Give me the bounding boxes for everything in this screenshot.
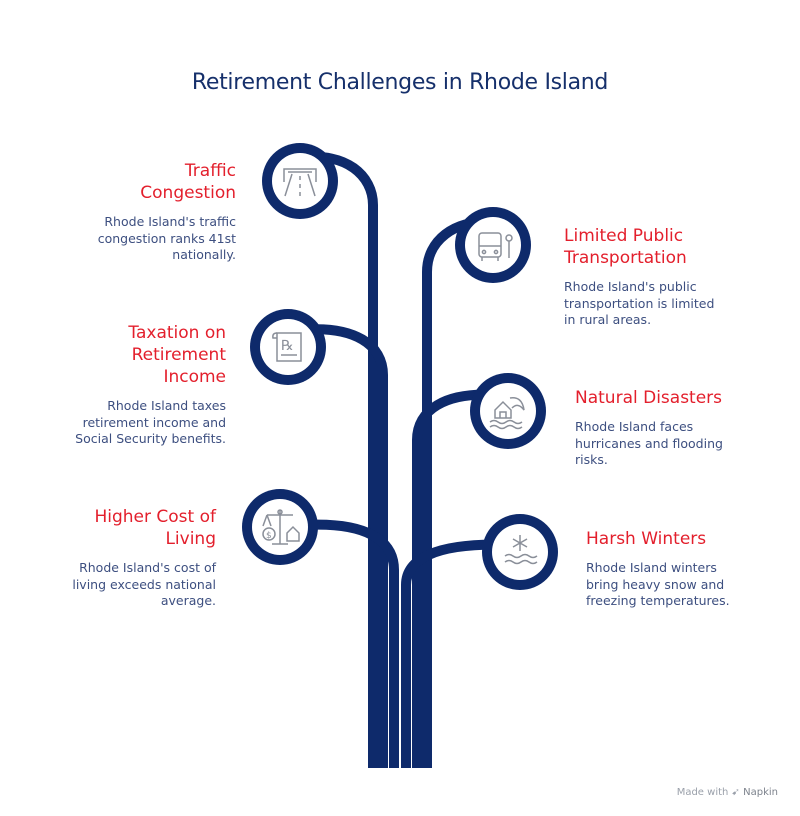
node-transport [455, 207, 531, 283]
item-traffic: Traffic Congestion Rhode Island's traffi… [60, 160, 236, 264]
bus-icon [478, 232, 513, 261]
item-description: Rhode Island taxes retirement income and… [75, 398, 226, 446]
napkin-logo-icon: ➹ [731, 787, 740, 798]
node-disasters [470, 373, 546, 449]
item-description: Rhode Island faces hurricanes and floodi… [575, 419, 723, 467]
item-heading: Taxation on Retirement Income [128, 323, 226, 387]
svg-text:℞: ℞ [281, 338, 294, 354]
scale-money-home-icon: $ [262, 509, 300, 545]
item-heading: Natural Disasters [575, 388, 723, 408]
stem-traffic [302, 152, 378, 768]
node-traffic [262, 143, 338, 219]
footer-prefix: Made with [676, 787, 729, 798]
item-description: Rhode Island winters bring heavy snow an… [586, 560, 730, 608]
item-heading: Higher Cost of Living [94, 507, 216, 549]
item-description: Rhode Island's public transportation is … [564, 279, 715, 327]
snowflake-wind-icon [504, 535, 538, 565]
item-description: Rhode Island's cost of living exceeds na… [72, 560, 216, 608]
stem-cost [304, 519, 399, 768]
node-cost: $ [242, 489, 318, 565]
diagram-title: Retirement Challenges in Rhode Island [191, 70, 609, 95]
item-heading: Traffic Congestion [140, 161, 236, 203]
item-transport: Limited Public Transportation Rhode Isla… [564, 225, 774, 329]
svg-text:$: $ [266, 531, 272, 541]
item-taxation: Taxation on Retirement Income Rhode Isla… [40, 322, 226, 448]
stem-transport [422, 216, 491, 768]
item-heading: Harsh Winters [586, 529, 707, 549]
node-winters [482, 514, 558, 590]
road-tunnel-icon [283, 168, 317, 197]
footer-credit: Made with ➹ Napkin [677, 787, 778, 798]
item-description: Rhode Island's traffic congestion ranks … [97, 214, 236, 262]
footer-brand: Napkin [743, 787, 778, 798]
item-heading: Limited Public Transportation [564, 226, 687, 268]
house-wave-icon [489, 397, 525, 430]
item-cost: Higher Cost of Living Rhode Island's cos… [30, 506, 216, 610]
node-taxation: ℞ [250, 309, 326, 385]
item-winters: Harsh Winters Rhode Island winters bring… [586, 528, 786, 610]
item-disasters: Natural Disasters Rhode Island faces hur… [575, 387, 775, 469]
tax-document-icon: ℞ [272, 332, 302, 362]
